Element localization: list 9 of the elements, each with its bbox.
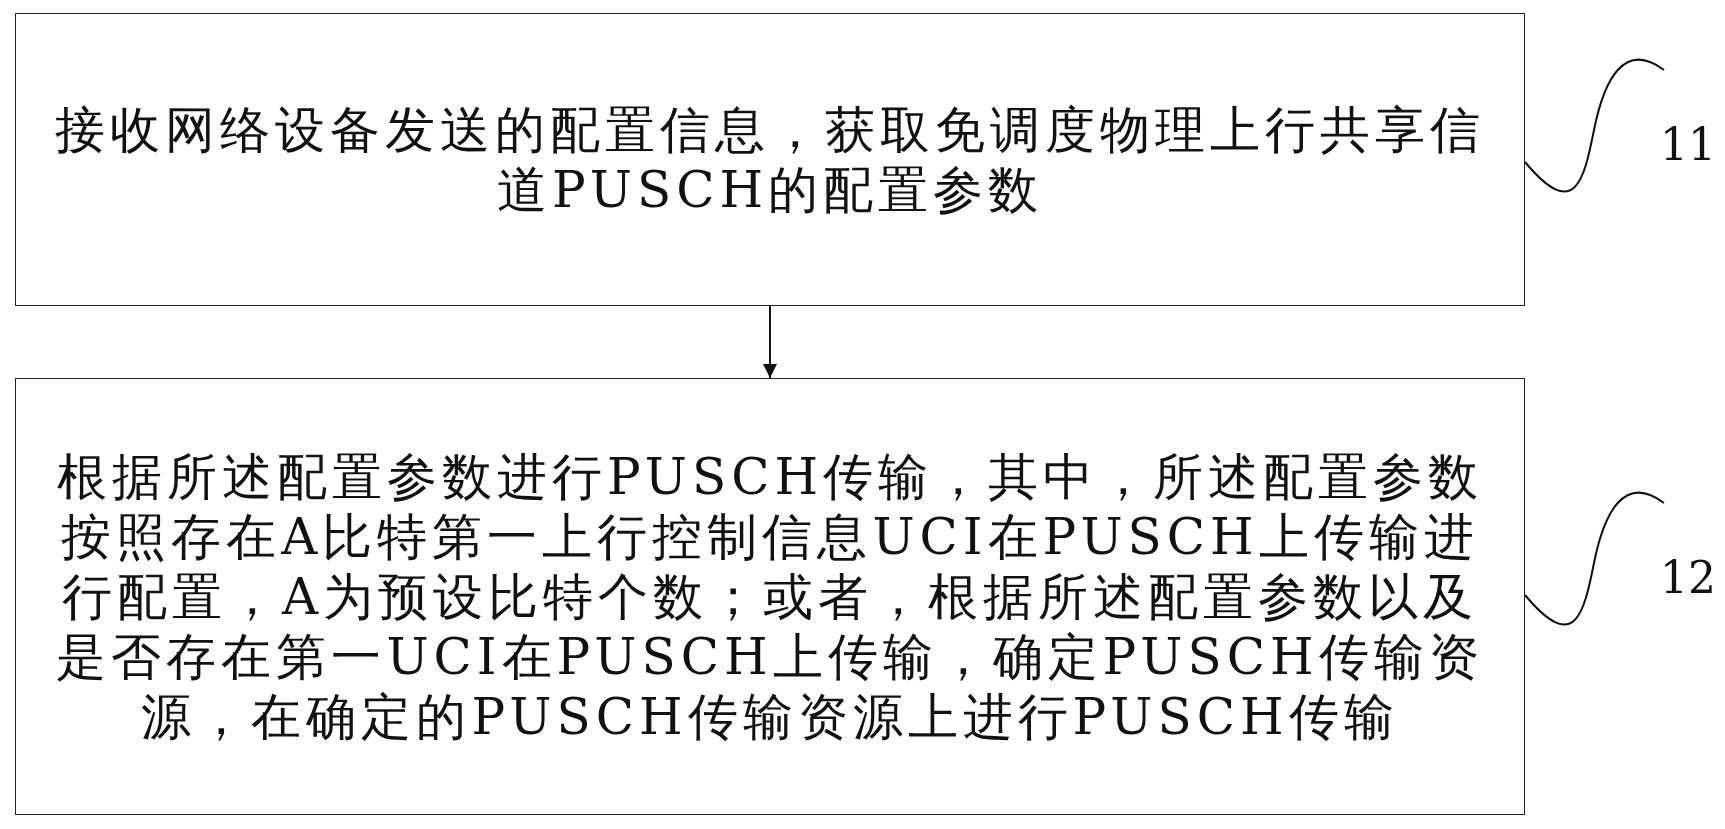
callout-number: 12 bbox=[1660, 553, 1716, 603]
process-box bbox=[15, 378, 1525, 815]
step-text: 根据所述配置参数进行PUSCH传输，其中，所述配置参数按照存在A比特第一上行控制信息UCI在PUSCH上传输进行配置，A为预设比特个数；或者，根据所述配置参数以及是否存在第一UCI在PUSCH上传输，确定PUSCH传输资源，在确定的PUSCH传输资源上进行PUSCH传输 bbox=[55, 446, 1485, 747]
leader-line bbox=[1524, 491, 1665, 626]
step-text: 接收网络设备发送的配置信息，获取免调度物理上行共享信道PUSCH的配置参数 bbox=[54, 99, 1486, 220]
callout-number: 11 bbox=[1660, 120, 1716, 170]
process-box bbox=[15, 13, 1525, 306]
leader-line bbox=[1524, 58, 1665, 193]
arrow bbox=[763, 305, 777, 379]
